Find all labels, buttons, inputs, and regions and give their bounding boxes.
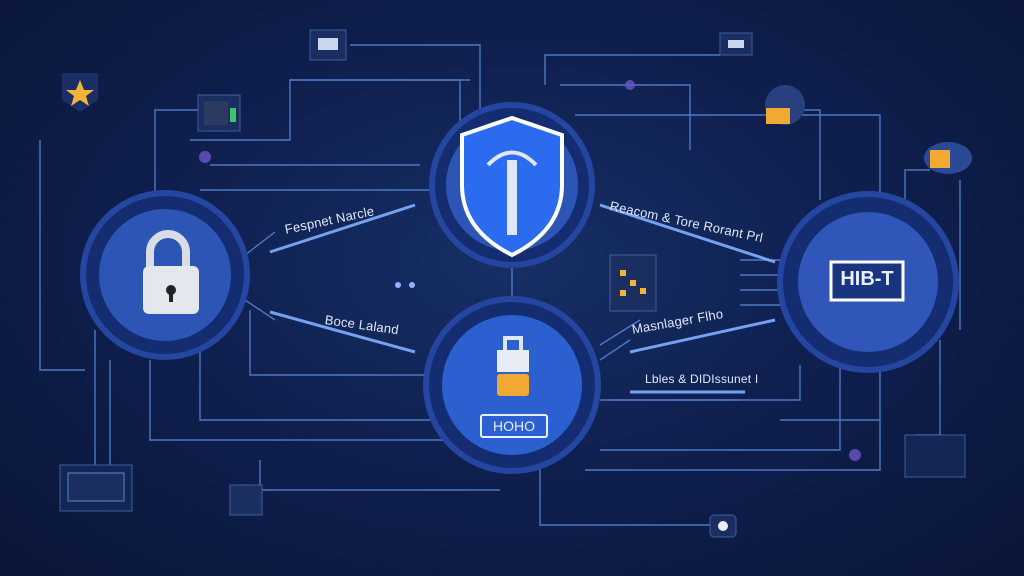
cloud-folder-icon bbox=[924, 142, 972, 174]
label-right-bottom: Lbles & DIDIssunet I bbox=[645, 372, 759, 386]
chip-grid-icon bbox=[609, 254, 657, 312]
terminal-icon bbox=[197, 94, 241, 132]
cloud-package-icon bbox=[765, 85, 805, 125]
lock-hub[interactable] bbox=[80, 190, 250, 360]
bottom-hub-badge: HOHO bbox=[480, 414, 548, 438]
monitor-icon bbox=[309, 29, 347, 61]
display-panel-icon bbox=[59, 464, 133, 512]
lock-stack-hub[interactable] bbox=[423, 296, 601, 474]
camera-icon bbox=[709, 514, 737, 538]
server-hub[interactable] bbox=[777, 191, 959, 373]
device-icon bbox=[719, 32, 753, 56]
shield-hub[interactable] bbox=[429, 102, 595, 268]
server-hub-badge: HIB-T bbox=[840, 268, 894, 290]
file-icon bbox=[229, 484, 263, 516]
document-panel-icon bbox=[904, 434, 966, 478]
star-badge-icon bbox=[62, 73, 98, 112]
